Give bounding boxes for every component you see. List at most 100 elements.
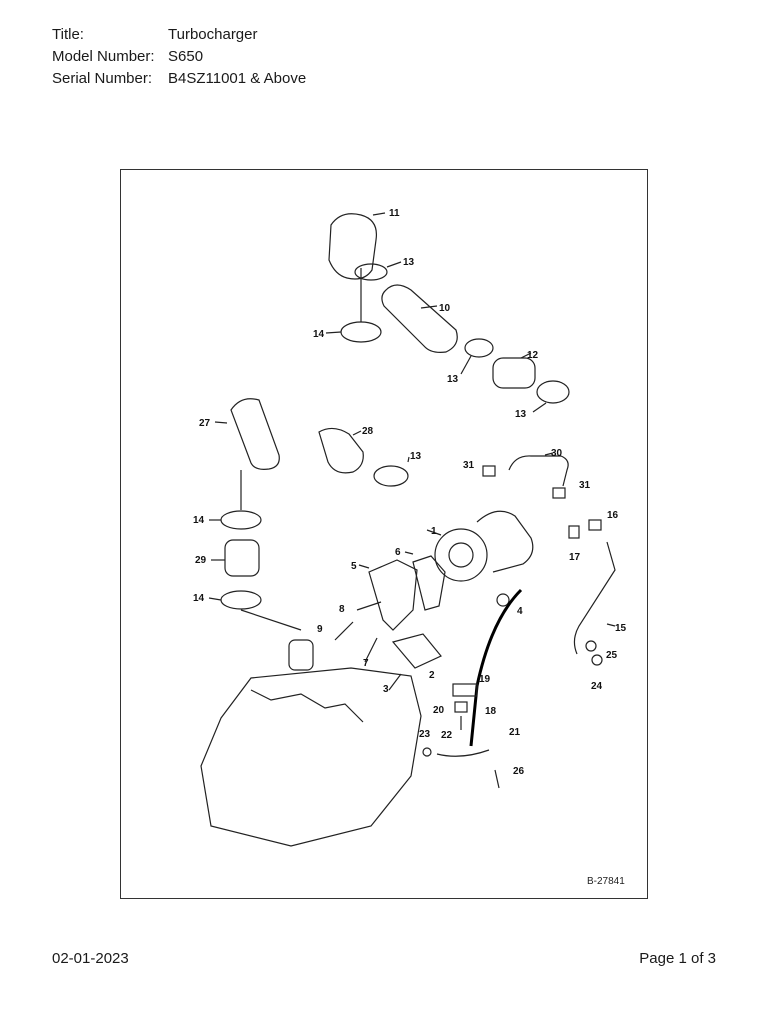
part-13-clamp-d [373, 465, 409, 487]
engine-block-detail [250, 689, 364, 723]
part-16-fitting [588, 519, 602, 531]
part-9-stud [334, 621, 354, 641]
part-22-tube [436, 749, 490, 757]
part-1-turbocharger-outlet [476, 510, 534, 573]
part-11-elbow [328, 213, 378, 280]
callout-20: 20 [433, 705, 445, 716]
part-12-sleeve [492, 357, 536, 389]
serial-number-value: B4SZ11001 & Above [168, 70, 307, 87]
callout-21: 21 [509, 727, 521, 738]
part-31-fitting-b [552, 487, 566, 499]
callout-1: 1 [431, 526, 437, 537]
callout-18: 18 [485, 706, 497, 717]
callout-22: 22 [441, 730, 453, 741]
callout-23: 23 [419, 729, 431, 740]
part-26-bolt [494, 769, 500, 789]
leader-10 [420, 305, 438, 309]
parts-diagram-labels: 11 13 10 14 12 13 13 27 28 13 30 31 31 1… [193, 208, 627, 887]
part-24-bolt [591, 654, 603, 666]
part-7-bolt [364, 637, 378, 663]
callout-27: 27 [199, 418, 211, 429]
callout-14b: 14 [193, 515, 205, 526]
leader-15 [606, 623, 616, 627]
leader-13d [407, 456, 410, 463]
part-3-stud [388, 673, 402, 691]
callout-10: 10 [439, 303, 451, 314]
part-21-drain-line [469, 588, 523, 747]
part-13-clamp-c [536, 380, 570, 404]
leader-14a [325, 331, 342, 334]
callout-24: 24 [591, 681, 603, 692]
leader-1 [426, 529, 442, 536]
leader-27 [214, 421, 228, 424]
diagram-reference-code: B-27841 [587, 876, 625, 887]
part-27-pipe [230, 398, 280, 470]
leader-6 [404, 551, 414, 555]
part-15-oil-line [573, 541, 616, 655]
callout-31b: 31 [579, 480, 591, 491]
callout-14c: 14 [193, 593, 205, 604]
part-25-washer [585, 640, 597, 652]
callout-3: 3 [383, 684, 389, 695]
callout-9: 9 [317, 624, 323, 635]
callout-8: 8 [339, 604, 345, 615]
leader-30 [544, 452, 554, 456]
part-5-bracket [368, 559, 418, 631]
title-value: Turbocharger [168, 26, 258, 43]
guide-line-c [240, 609, 302, 631]
leader-13a [386, 261, 402, 268]
callout-19: 19 [479, 674, 491, 685]
leader-12 [520, 352, 532, 359]
callout-14a: 14 [313, 329, 325, 340]
model-number-label: Model Number: [52, 48, 155, 65]
part-2-gasket [391, 633, 442, 669]
engine-intake-port [288, 639, 314, 671]
callout-12: 12 [527, 350, 539, 361]
part-4-nut [496, 593, 510, 607]
callout-28: 28 [362, 426, 374, 437]
callout-13a: 13 [403, 257, 415, 268]
footer-date: 02-01-2023 [52, 950, 129, 967]
callout-4: 4 [517, 606, 523, 617]
callout-31a: 31 [463, 460, 475, 471]
callout-5: 5 [351, 561, 357, 572]
model-number-value: S650 [168, 48, 204, 65]
part-19-flange [452, 683, 478, 697]
leader-11 [372, 212, 386, 216]
part-6-gasket [412, 555, 446, 611]
part-10-hose [381, 284, 458, 353]
leader-5 [358, 564, 370, 569]
part-18-gasket [454, 701, 468, 713]
engine-block [200, 667, 422, 847]
callout-25: 25 [606, 650, 618, 661]
callout-17: 17 [569, 552, 581, 563]
callout-13d: 13 [410, 451, 422, 462]
leader-13c [532, 402, 547, 413]
callout-26: 26 [513, 766, 525, 777]
callout-15: 15 [615, 623, 627, 634]
page-indicator: Page 1 of 3 [639, 950, 716, 967]
part-8-bolt [356, 601, 382, 611]
leader-28 [352, 430, 362, 436]
part-17-fitting [568, 525, 580, 539]
title-label: Title: [52, 26, 84, 43]
part-13-clamp-a [354, 263, 388, 281]
parts-diagram: 11 13 10 14 12 13 13 27 28 13 30 31 31 1… [120, 169, 648, 899]
serial-number-label: Serial Number: [52, 70, 153, 87]
leader-14c [208, 597, 222, 601]
callout-11: 11 [389, 208, 400, 219]
part-23-oring [422, 747, 432, 757]
callout-16: 16 [607, 510, 619, 521]
part-1-turbocharger-core [448, 542, 474, 568]
part-30-line [508, 455, 569, 487]
callout-7: 7 [363, 658, 369, 669]
callout-2: 2 [429, 670, 435, 681]
callout-29: 29 [195, 555, 207, 566]
part-28-hose [318, 427, 364, 474]
part-29-sleeve [224, 539, 260, 577]
part-31-fitting-a [482, 465, 496, 477]
callout-13c: 13 [515, 409, 527, 420]
callout-6: 6 [395, 547, 401, 558]
leader-13b [460, 355, 472, 375]
part-1-turbocharger-housing [434, 528, 488, 582]
